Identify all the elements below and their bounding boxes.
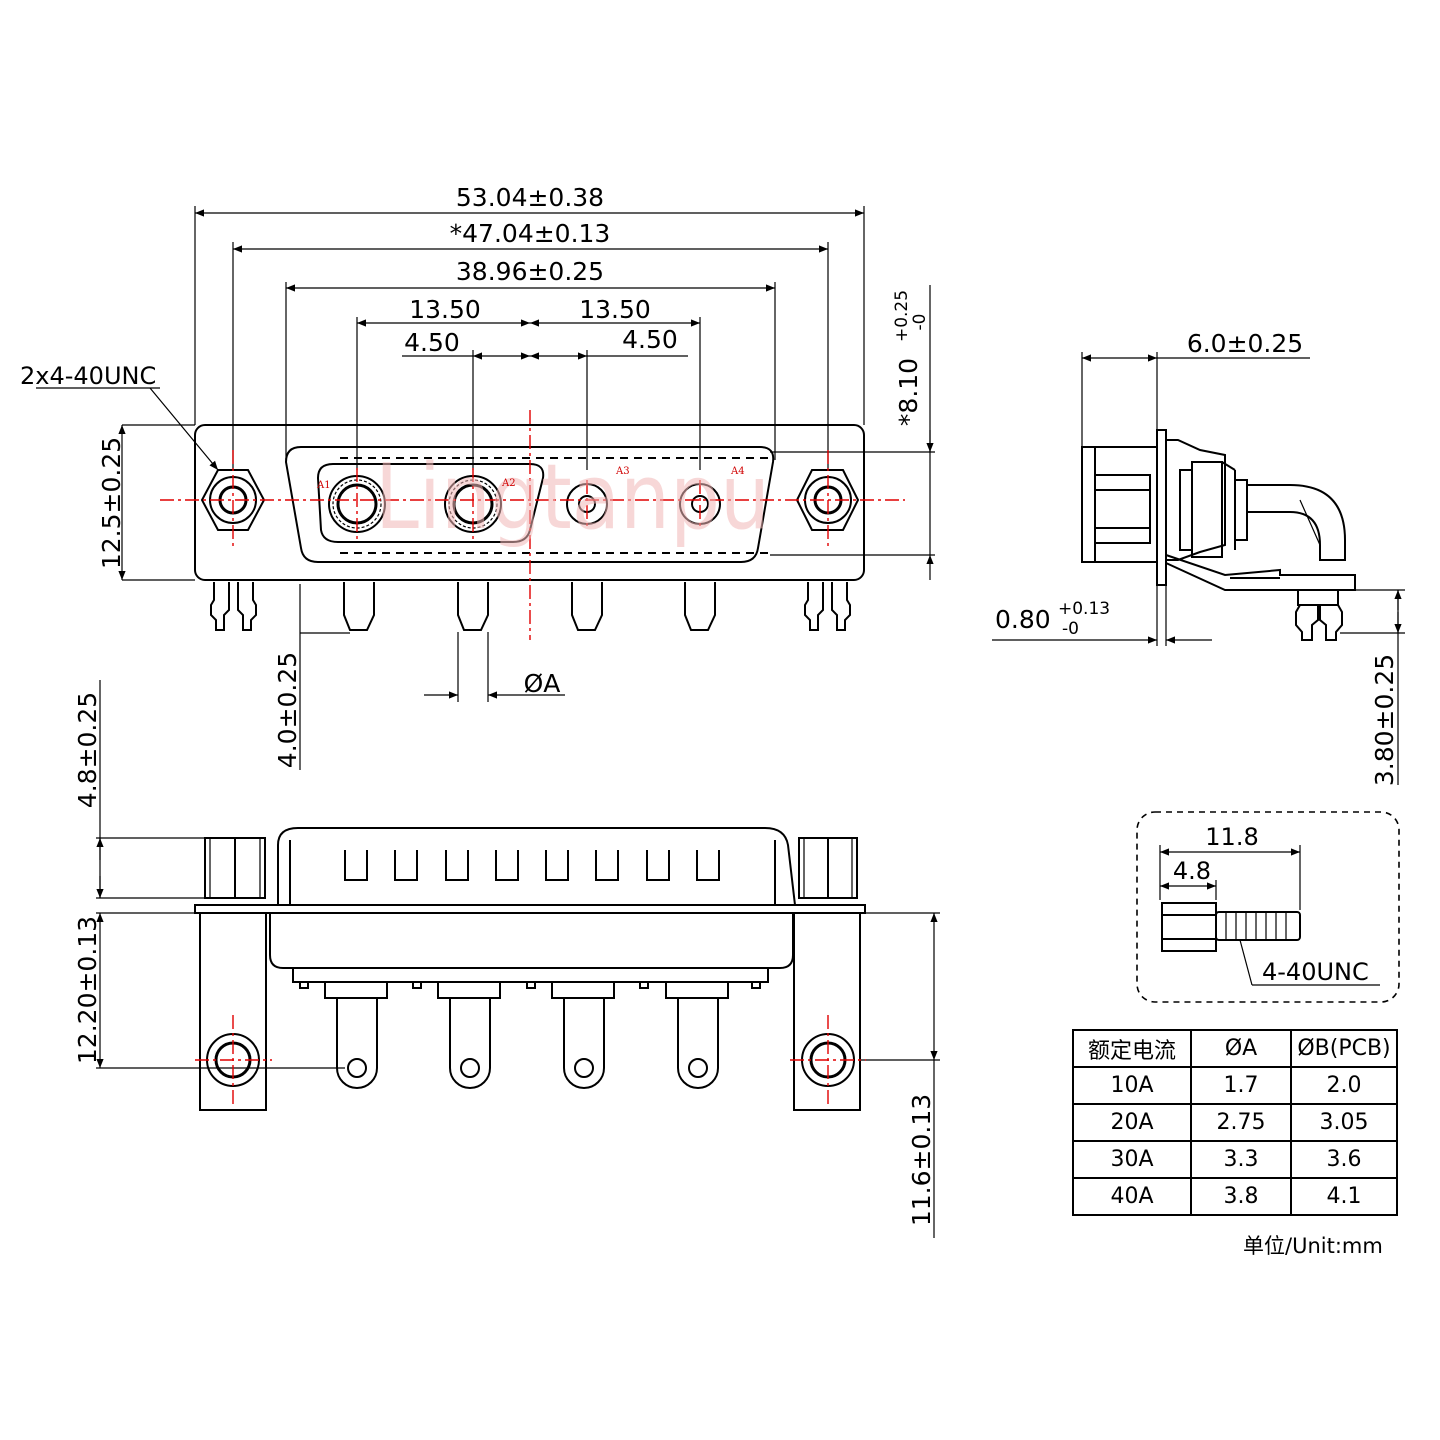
dim-depth-tol-lower: -0 [910,314,930,331]
dim-pitch-right: 13.50 [579,295,651,324]
cell-current: 30A [1072,1140,1192,1179]
header-pcb-dia: ØB(PCB) [1290,1029,1398,1068]
dim-total-depth: 11.6±0.13 [907,1094,936,1226]
dim-height: 12.5±0.25 [97,437,126,569]
screw-detail: 11.8 4.8 4-40UNC [1136,811,1400,1003]
dim-pitch-left: 13.50 [409,295,481,324]
cell-pcb-dia: 3.05 [1290,1103,1398,1142]
dim-pin-diameter: ØA [524,669,561,698]
dim-side-width: 6.0±0.25 [1187,329,1303,358]
cell-pin-dia: 3.8 [1190,1177,1292,1216]
dim-shell-width: 38.96±0.25 [456,257,604,286]
cell-pin-dia: 2.75 [1190,1103,1292,1142]
screw-dim-total: 11.8 [1205,823,1258,851]
header-rated-current: 额定电流 [1072,1029,1192,1068]
cell-current: 40A [1072,1177,1192,1216]
dim-mount-hole-spacing: *47.04±0.13 [450,219,611,248]
dim-mount-offset: 12.20±0.13 [73,916,102,1064]
dim-offset-right: 4.50 [622,325,678,354]
pin-label-a4: A4 [730,466,745,477]
header-pin-dia: ØA [1190,1029,1292,1068]
dim-plate-thickness: 0.80 [995,605,1051,634]
dim-depth: *8.10 [894,358,923,426]
dim-leg-length: 3.80±0.25 [1370,654,1399,786]
thread-callout: 2x4-40UNC [20,362,156,390]
cell-pcb-dia: 2.0 [1290,1066,1398,1105]
dim-pin-length: 4.0±0.25 [273,652,302,768]
table-row: 10A 1.7 2.0 [1072,1066,1398,1105]
dim-offset-left: 4.50 [404,328,460,357]
cell-pin-dia: 3.3 [1190,1140,1292,1179]
spec-table-header: 额定电流 ØA ØB(PCB) [1072,1029,1398,1068]
dim-standoff-height: 4.8±0.25 [73,692,102,808]
top-view: 4.8±0.25 12.20±0.13 11.6±0.13 [73,680,940,1238]
dim-overall-width: 53.04±0.38 [456,183,604,212]
pin-label-a3: A3 [615,466,630,477]
dim-depth-tol-upper: +0.25 [892,290,912,342]
screw-dim-head: 4.8 [1173,857,1211,885]
dim-plate-tol-upper: +0.13 [1058,599,1110,619]
table-row: 30A 3.3 3.6 [1072,1140,1398,1179]
screw-thread-label: 4-40UNC [1262,958,1369,986]
unit-note: 单位/Unit:mm [1243,1234,1383,1258]
cell-pin-dia: 1.7 [1190,1066,1292,1105]
cell-pcb-dia: 3.6 [1290,1140,1398,1179]
table-row: 40A 3.8 4.1 [1072,1177,1398,1216]
front-view: Lingtanpu A1 A2 A3 A4 53.04±0.38 *47.04±… [20,183,935,770]
cell-current: 10A [1072,1066,1192,1105]
table-row: 20A 2.75 3.05 [1072,1103,1398,1142]
pin-label-a2: A2 [501,478,516,489]
pin-label-a1: A1 [316,480,331,491]
cell-pcb-dia: 4.1 [1290,1177,1398,1216]
dim-plate-tol-lower: -0 [1062,619,1079,639]
spec-table: 额定电流 ØA ØB(PCB) 10A 1.7 2.0 20A 2.75 3.0… [1072,1029,1398,1216]
cell-current: 20A [1072,1103,1192,1142]
side-view: 6.0±0.25 0.80 +0.13 -0 3.80±0.25 [992,329,1405,786]
watermark: Lingtanpu [375,445,770,550]
